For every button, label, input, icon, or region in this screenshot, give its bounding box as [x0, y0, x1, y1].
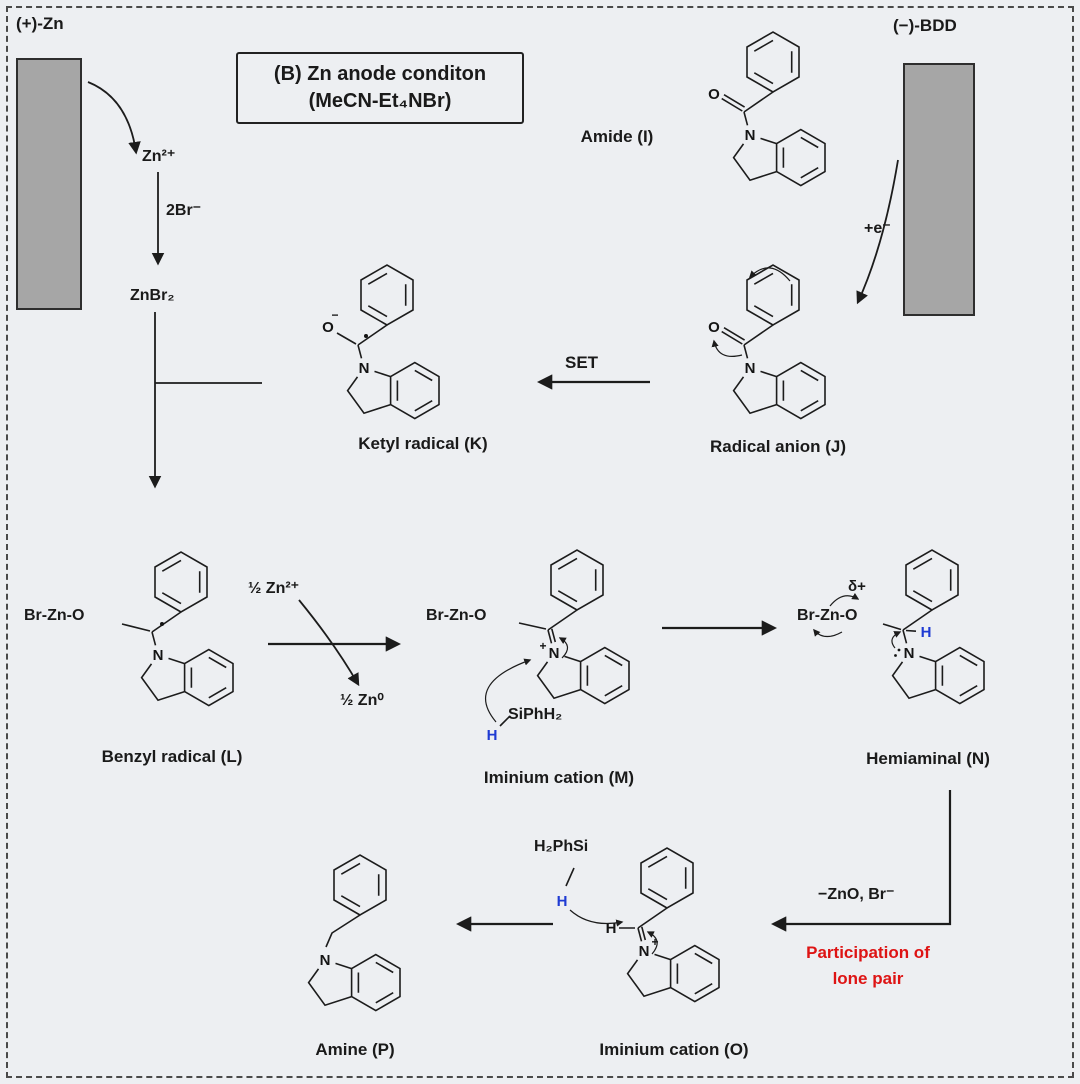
hemiaminal-label: Hemiaminal (N): [866, 749, 990, 768]
iminium-m-label: Iminium cation (M): [483, 768, 635, 787]
set-label: SET: [565, 353, 599, 372]
electron-label: +e⁻: [864, 220, 891, 237]
plus-charge: +: [539, 639, 546, 653]
struct-benzyl: [121, 551, 234, 707]
silane-fragment-m: SiPhH₂: [508, 706, 563, 723]
condition-title-box: (B) Zn anode conditon (MeCN-Et₄NBr): [236, 52, 524, 124]
brzno-fragment-m: Br-Zn-O: [426, 607, 487, 624]
zn-reduction-arrow: [298, 599, 360, 687]
hydride-label: H: [487, 727, 498, 744]
condition-line2: (MeCN-Et₄NBr): [308, 90, 452, 112]
brzno-fragment-n: Br-Zn-O: [797, 607, 858, 624]
bromide-label: 2Br⁻: [166, 202, 202, 219]
hydrogen-label: H: [606, 920, 617, 937]
brzno-fragment-l: Br-Zn-O: [24, 607, 85, 624]
struct-ketyl: O −: [322, 264, 440, 420]
participation-line1: Participation of: [806, 943, 930, 962]
struct-amide: [708, 32, 825, 186]
anode-label: (+)-Zn: [16, 14, 64, 33]
zno-br-leaving-label: −ZnO, Br⁻: [818, 886, 895, 903]
zn-cation-label: Zn²⁺: [142, 148, 176, 165]
silane-fragment-o: H₂PhSi: [534, 838, 589, 855]
iminium-o-label: Iminium cation (O): [599, 1040, 749, 1059]
bdd-cathode-electrode: [903, 63, 975, 316]
plus-charge: +: [651, 935, 658, 949]
hydrogen-label: H: [921, 624, 932, 641]
radical-anion-label: Radical anion (J): [709, 437, 847, 456]
half-zn0-label: ½ Zn⁰: [340, 692, 384, 709]
participation-line2: lone pair: [832, 968, 904, 988]
lone-pair-dot: [897, 648, 901, 652]
amide-label: Amide (I): [580, 127, 654, 146]
znbr2-label: ZnBr₂: [130, 287, 175, 304]
half-zn-cation-label: ½ Zn²⁺: [248, 580, 300, 597]
zn-anode-electrode: [16, 58, 82, 310]
ketyl-label: Ketyl radical (K): [358, 434, 488, 453]
struct-hemiaminal: H: [882, 549, 985, 705]
radical-dot: [364, 334, 368, 338]
radical-dot: [160, 622, 164, 626]
condition-line1: (B) Zn anode conditon: [273, 63, 487, 85]
minus-charge: −: [331, 308, 338, 322]
delta-plus-label: δ+: [848, 578, 866, 595]
lone-pair-dot: [894, 654, 897, 657]
struct-radical-anion: [708, 265, 825, 419]
struct-amine: [307, 854, 401, 1012]
participation-note: Participation of lone pair: [768, 940, 968, 991]
hydride-label: H: [557, 893, 568, 910]
amine-label: Amine (P): [315, 1040, 395, 1059]
cathode-label: (−)-BDD: [893, 16, 957, 35]
anode-path-arrows: [87, 81, 262, 489]
benzyl-radical-label: Benzyl radical (L): [101, 747, 243, 766]
oxygen-anion-label: O: [322, 319, 334, 336]
struct-iminium-o: H + H: [557, 847, 720, 1003]
